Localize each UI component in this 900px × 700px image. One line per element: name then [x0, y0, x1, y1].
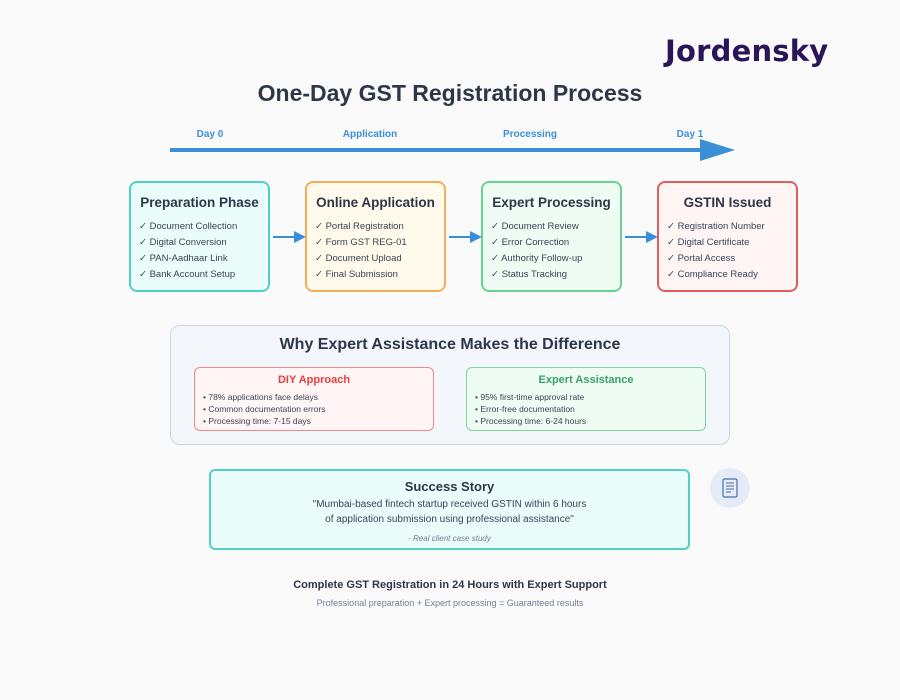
phase-item: ✓ Document Collection [139, 221, 238, 232]
timeline-label-processing: Processing [503, 129, 557, 140]
diy-approach-card: DIY Approach • 78% applications face del… [194, 367, 434, 431]
phase-item: ✓ Document Upload [315, 253, 402, 264]
why-title: Why Expert Assistance Makes the Differen… [279, 336, 621, 353]
story-quote-line2: of application submission using professi… [325, 514, 574, 525]
phase-preparation: Preparation Phase ✓ Document Collection … [129, 181, 270, 292]
why-expert-panel: Why Expert Assistance Makes the Differen… [170, 325, 730, 445]
phase-item: ✓ Portal Access [667, 253, 736, 264]
timeline-label-application: Application [342, 129, 398, 140]
diy-item: • Common documentation errors [203, 404, 326, 414]
phase-item: ✓ Bank Account Setup [139, 269, 236, 280]
phase-item: ✓ Status Tracking [491, 269, 568, 280]
phase-item: ✓ Registration Number [667, 221, 765, 232]
phase-title: Preparation Phase [140, 195, 259, 210]
phase-item: ✓ Digital Certificate [667, 237, 750, 248]
story-quote-line1: "Mumbai-based fintech startup received G… [312, 499, 587, 510]
page-title: One-Day GST Registration Process [257, 80, 643, 106]
phase-item: ✓ Authority Follow-up [491, 253, 583, 264]
timeline-label-day1: Day 1 [676, 129, 704, 140]
expert-title: Expert Assistance [538, 374, 634, 386]
badge-circle [710, 468, 750, 508]
phase-item: ✓ Form GST REG-01 [315, 237, 407, 248]
footer-headline: Complete GST Registration in 24 Hours wi… [293, 579, 607, 591]
diy-item: • Processing time: 7-15 days [203, 416, 311, 426]
brand-logo: Jordensky [665, 34, 829, 68]
expert-assistance-card: Expert Assistance • 95% first-time appro… [466, 367, 706, 431]
phase-item: ✓ Error Correction [491, 237, 570, 248]
diy-title: DIY Approach [277, 374, 351, 386]
expert-item: • Error-free documentation [475, 404, 575, 414]
phase-gstin-issued: GSTIN Issued ✓ Registration Number ✓ Dig… [657, 181, 798, 292]
phase-title: Online Application [316, 195, 435, 210]
document-icon [722, 478, 738, 498]
success-story-card: Success Story "Mumbai-based fintech star… [209, 469, 690, 550]
connector-arrow-1 [273, 231, 306, 243]
phase-title: GSTIN Issued [683, 195, 772, 210]
phase-item: ✓ Document Review [491, 221, 579, 232]
expert-item: • Processing time: 6-24 hours [475, 416, 587, 426]
diy-item: • 78% applications face delays [203, 392, 318, 402]
story-source: - Real client case study [408, 534, 491, 543]
expert-item: • 95% first-time approval rate [475, 392, 585, 402]
phase-item: ✓ Portal Registration [315, 221, 404, 232]
phase-title: Expert Processing [492, 195, 611, 210]
phase-item: ✓ PAN-Aadhaar Link [139, 253, 228, 264]
phase-expert-processing: Expert Processing ✓ Document Review ✓ Er… [481, 181, 622, 292]
connector-arrow-3 [625, 231, 658, 243]
footer-subline: Professional preparation + Expert proces… [316, 598, 584, 608]
phase-item: ✓ Digital Conversion [139, 237, 227, 248]
phase-item: ✓ Final Submission [315, 269, 398, 280]
connector-arrow-2 [449, 231, 482, 243]
story-title: Success Story [404, 479, 495, 494]
timeline-label-day0: Day 0 [196, 129, 224, 140]
phase-item: ✓ Compliance Ready [667, 269, 758, 280]
timeline-arrow [170, 139, 735, 161]
phase-online-application: Online Application ✓ Portal Registration… [305, 181, 446, 292]
